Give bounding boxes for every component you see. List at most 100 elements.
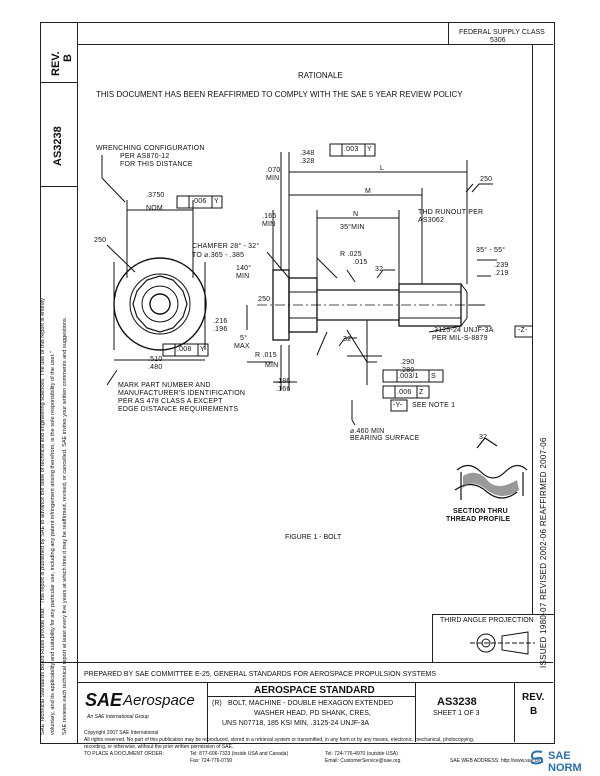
mark-2: MANUFACTURER'S IDENTIFICATION [118,390,246,397]
fc-s: S [431,373,436,380]
section-1: SECTION THRU [453,508,508,515]
dim-166-min: MIN [262,221,276,228]
footer-copyright: Copyright 2007 SAE International [84,730,159,736]
bearing-2: BEARING SURFACE [350,435,420,442]
fc-frame-top [329,143,376,157]
supply-class-box [448,22,554,44]
dim-140: 140° [236,265,252,272]
wrenching-3: FOR THIS DISTANCE [120,161,193,168]
projection-title: THIRD ANGLE PROJECTION [440,617,534,624]
dim-140-min: MIN [236,273,250,280]
dim-M: M [365,188,372,195]
fc-y-003: Y [367,146,372,153]
sae-logo: SAE Aerospace An SAE International Group [85,690,203,726]
dim-480: .480 [148,364,163,371]
dim-239: .239 [494,262,509,269]
dim-070: .070 [266,167,281,174]
dim-216: .216 [213,318,228,325]
chamfer-1: CHAMFER 28° - 32° [192,243,260,250]
angle-250-left: 250 [94,237,107,244]
sidebar-rev-label: REV. [50,51,62,76]
footer-email: Email: CustomerService@sae.org [325,758,401,764]
prepared-by: PREPARED BY SAE COMMITTEE E-25, GENERAL … [84,671,437,678]
dim-166: .166 [262,213,277,220]
fc-frame-bottom-left [162,343,209,357]
footer-web: SAE WEB ADDRESS: http://www.sae.org [450,758,542,764]
sae-logo-aerospace: Aerospace [123,692,195,709]
rationale-title: RATIONALE [298,71,343,80]
end-view-inner [141,285,179,323]
angle-250-mid: 250 [258,296,271,303]
rev-value: B [530,706,538,717]
rationale-text: THIS DOCUMENT HAS BEEN REAFFIRMED TO COM… [96,90,463,99]
fc-006-top: .006 [192,198,207,205]
dim-r015: R .015 [255,352,277,359]
right-margin-rule [532,44,533,614]
footer-tel-2: Tel: 724-776-4970 (outside USA) [325,751,398,757]
dim-r015-min: MIN [265,362,279,369]
end-view-hex-outer [129,273,191,335]
rev-label: REV. [522,692,545,703]
sheet: SHEET 1 OF 3 [433,710,480,717]
footer-rights-2: recording, or otherwise, without the pri… [84,744,234,750]
desc-2: WASHER HEAD, PD SHANK, CRES, [254,710,371,717]
fc-006z: .006 [397,389,412,396]
finish-32-top: 32 [375,266,384,273]
dim-nom: NOM [146,205,163,212]
title-std-rule [207,696,415,697]
title-block-col-1 [207,682,208,742]
datum-z-box [514,325,532,338]
supply-class-line2: 5306 [490,37,506,44]
sae-norm-watermark: SAE NORM [528,746,600,774]
footer-order: TO PLACE A DOCUMENT ORDER: [84,751,164,757]
dim-L: L [380,165,385,172]
dim-510: .510 [148,356,163,363]
bolt-drawing [101,143,532,500]
datum-y-box [390,399,408,412]
thread-2: PER MIL-S-8879 [432,335,488,342]
code-r: (R) [212,700,222,707]
sidebar-legal-1: SAE Technical Standards Board Rules prov… [40,297,46,735]
dim-35min: 35°MIN [340,224,365,231]
projection-box [432,614,555,663]
watermark-text: SAE NORM [548,750,582,774]
bearing-1: ⌀.460 MIN [350,428,385,435]
watermark-icon [530,750,544,765]
end-view-core [149,293,171,315]
dim-290: .290 [400,359,415,366]
title-block [40,662,553,743]
mark-1: MARK PART NUMBER AND [118,382,211,389]
footer-fax: Fax: 724-776-0790 [190,758,233,764]
title-block-rule [77,682,553,683]
chamfer-2: TO ⌀.365 - .385 [192,252,245,259]
fc-003-1: .003/1 [398,373,419,380]
dim-070-min: MIN [266,175,280,182]
fc-003: .003 [344,146,359,153]
sidebar-divider-1 [40,82,77,83]
dim-280: .280 [400,367,415,374]
dim-219: .219 [494,270,509,277]
wrenching-1: WRENCHING CONFIGURATION [96,145,205,152]
mark-3: PER AS 478 CLASS A EXCEPT [118,398,223,405]
see-note: SEE NOTE 1 [412,402,456,409]
finish-32-mid: 32 [343,336,352,343]
finish-32-section: 32 [479,434,488,441]
fc-y-top: Y [214,198,219,205]
sae-logo-tagline: An SAE International Group [87,714,149,720]
dim-3750: .3750 [146,192,165,199]
dim-r025: R .025 [340,251,362,258]
thread-hatch [463,472,519,496]
angle-35-55: 35° - 55° [476,247,506,254]
thd-runout-1: THD RUNOUT PER [418,209,484,216]
dim-186: .186 [276,378,291,385]
angle-250-right: 250 [480,176,493,183]
thd-runout-2: AS3062 [418,217,445,224]
figure-caption: FIGURE 1 - BOLT [285,534,342,541]
left-sidebar [40,22,78,744]
title-block-col-3 [514,682,515,742]
supply-class-line1: FEDERAL SUPPLY CLASS [459,29,545,36]
desc-1: BOLT, MACHINE - DOUBLE HEXAGON EXTENDED [228,700,394,707]
datum-y: -Y- [393,402,403,409]
section-2: THREAD PROFILE [446,516,511,523]
dim-5max: MAX [234,343,250,350]
